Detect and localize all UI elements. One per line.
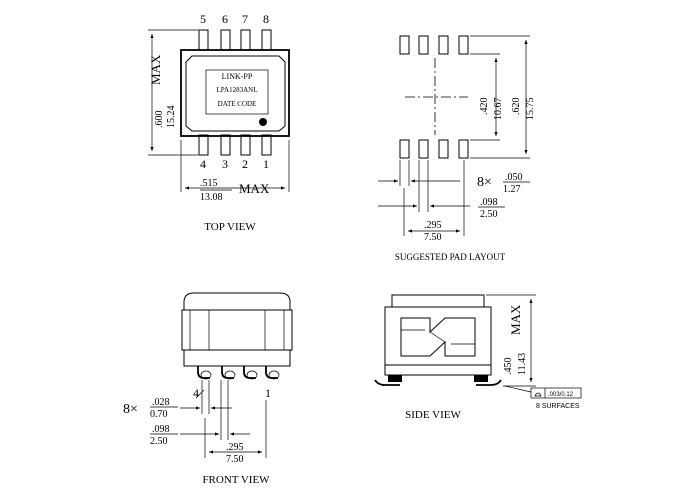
top-view-pins-bottom xyxy=(198,134,272,156)
front-view-body xyxy=(181,309,293,351)
side-view-caption: SIDE VIEW xyxy=(405,409,461,421)
pad-outer-dimension: .620 15.75 xyxy=(470,35,536,159)
flatness-value: .003/0.12 xyxy=(548,392,574,398)
side-view-core xyxy=(400,317,476,357)
pin-number: 8 xyxy=(263,12,269,26)
front-lead-width-dimension: 8× .028 0.70 xyxy=(123,380,232,420)
pin-number: 2 xyxy=(242,157,248,171)
width-inch: .515 xyxy=(200,178,218,189)
pad-inner-dimension: .420 10.67 xyxy=(470,53,504,141)
top-view-height-dimension: .600 15.24 MAX xyxy=(148,29,198,156)
pin-number: 6 xyxy=(222,12,228,26)
lead-width-mm: 0.70 xyxy=(150,409,168,420)
side-view-base xyxy=(384,364,492,376)
side-view-leads xyxy=(374,375,502,386)
pin-number: 5 xyxy=(200,12,206,26)
pad-outer-mm: 15.75 xyxy=(525,98,536,121)
top-view-body xyxy=(180,49,290,137)
pad-layout-caption: SUGGESTED PAD LAYOUT xyxy=(395,252,506,262)
front-view-base xyxy=(183,349,291,367)
pad-span-inch: .295 xyxy=(424,220,442,231)
front-view-leads xyxy=(197,366,280,380)
pin-number: 3 xyxy=(222,157,228,171)
pad-width-inch: .098 xyxy=(480,197,498,208)
pad-pitch-inch: .050 xyxy=(505,172,523,183)
front-span-inch: .295 xyxy=(226,442,244,453)
side-height-max: MAX xyxy=(508,304,523,335)
top-view-label-box xyxy=(205,69,269,115)
top-view-pins-top xyxy=(198,29,272,51)
side-height-mm: 11.43 xyxy=(517,353,528,375)
height-inch: .600 xyxy=(154,111,165,129)
height-max: MAX xyxy=(148,54,163,85)
front-span-dimension: .295 7.50 xyxy=(204,400,267,465)
pad-row-bottom xyxy=(399,139,469,159)
pad-span-dimension: .295 7.50 xyxy=(403,160,465,243)
pad-pitch-multiplier: 8× xyxy=(477,175,492,190)
side-height-inch: .450 xyxy=(503,358,514,376)
label-brand: LINK-PP xyxy=(222,72,253,81)
pin-number: 4 xyxy=(200,157,206,171)
front-pad-mm: 2.50 xyxy=(150,436,168,447)
height-mm: 15.24 xyxy=(166,106,177,129)
front-view-caption: FRONT VIEW xyxy=(202,474,270,486)
pad-outer-inch: .620 xyxy=(511,98,522,116)
lead-multiplier: 8× xyxy=(123,402,138,417)
flatness-callout: .003/0.12 8 SURFACES xyxy=(504,385,582,410)
pad-inner-mm: 10.67 xyxy=(493,98,504,121)
side-view-cap xyxy=(391,294,485,308)
front-view-cap xyxy=(183,292,291,311)
front-pin-left: 4 xyxy=(193,386,199,400)
front-view: 4 1 8× .028 0.70 .098 2.50 xyxy=(123,292,293,486)
pad-width-mm: 2.50 xyxy=(480,209,498,220)
label-date-code: DATE CODE xyxy=(218,100,257,108)
front-pin-right: 1 xyxy=(265,386,271,400)
pad-pitch-mm: 1.27 xyxy=(503,184,521,195)
side-height-dimension: .450 11.43 MAX xyxy=(486,294,536,387)
front-pad-inch: .098 xyxy=(152,424,170,435)
label-part-number: LPA1283ANL xyxy=(217,86,258,94)
pad-layout: .420 10.67 .620 15.75 8× .050 1.27 xyxy=(378,35,536,262)
pin1-dot-icon xyxy=(259,118,267,126)
pad-inner-inch: .420 xyxy=(479,98,490,116)
width-mm: 13.08 xyxy=(200,192,223,203)
top-view-inner-outline xyxy=(185,55,286,132)
width-max: MAX xyxy=(239,181,270,196)
front-span-mm: 7.50 xyxy=(226,454,244,465)
pin-number: 1 xyxy=(263,157,269,171)
pad-width-dimension: .098 2.50 xyxy=(378,160,505,220)
pin-number: 7 xyxy=(242,12,248,26)
lead-width-inch: .028 xyxy=(152,397,170,408)
pad-span-mm: 7.50 xyxy=(424,232,442,243)
top-view-width-dimension: .515 13.08 MAX xyxy=(180,140,290,203)
top-view: LINK-PP LPA1283ANL DATE CODE 5 6 7 8 4 3… xyxy=(148,12,290,233)
flatness-note: 8 SURFACES xyxy=(536,403,580,410)
flatness-symbol-icon xyxy=(534,392,542,397)
pad-row-top xyxy=(399,35,469,55)
top-view-caption: TOP VIEW xyxy=(204,221,256,233)
side-view: .450 11.43 MAX .003/0.12 8 SURFACES SIDE… xyxy=(374,294,582,421)
pad-pitch-dimension: 8× .050 1.27 xyxy=(378,160,530,195)
front-pad-dimension: .098 2.50 xyxy=(150,380,250,447)
